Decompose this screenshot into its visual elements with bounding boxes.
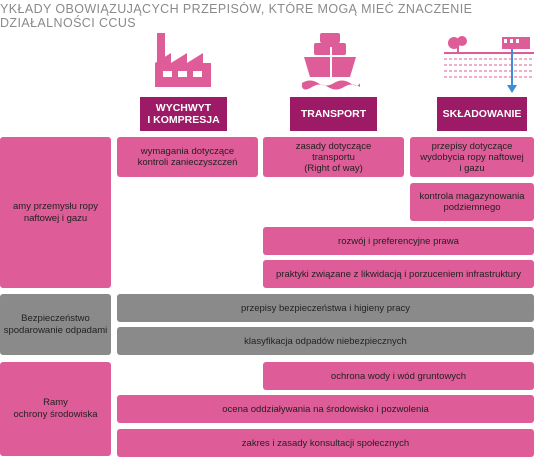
category-safety-waste: Bezpieczeństwo spodarowanie odpadami: [0, 294, 111, 355]
box-development-rights: rozwój i preferencyjne prawa: [263, 227, 534, 255]
factory-icon: [155, 33, 211, 87]
box-public-consultation: zakres i zasady konsultacji społecznych: [117, 429, 534, 457]
title-line-2: DZIAŁALNOŚCI CCUS: [0, 16, 136, 30]
storage-icon: [444, 36, 534, 93]
box-decommissioning: praktyki związane z likwidacją i porzuce…: [263, 260, 534, 288]
ship-icon: [302, 33, 360, 90]
category-environment: Ramy ochrony środowiska: [0, 362, 111, 456]
header-capture: WYCHWYT I KOMPRESJA: [140, 97, 227, 131]
box-health-safety: przepisy bezpieczeństwa i higieny pracy: [117, 294, 534, 322]
header-storage: SKŁADOWANIE: [437, 97, 527, 131]
header-transport: TRANSPORT: [290, 97, 377, 131]
box-transport-rules: zasady dotyczące transportu (Right of wa…: [263, 137, 404, 177]
box-emissions-control: wymagania dotyczące kontroli zanieczyszc…: [117, 137, 258, 177]
diagram-title: YKŁADY OBOWIĄZUJĄCYCH PRZEPISÓW, KTÓRE M…: [0, 2, 534, 30]
category-oil-gas: amy przemysłu ropy naftowej i gazu: [0, 137, 111, 288]
box-extraction-rules: przepisy dotyczące wydobycia ropy naftow…: [410, 137, 534, 177]
box-storage-control: kontrola magazynowania podziemnego: [410, 183, 534, 221]
box-water-protection: ochrona wody i wód gruntowych: [263, 362, 534, 390]
box-environmental-assessment: ocena oddziaływania na środowisko i pozw…: [117, 395, 534, 423]
box-hazardous-waste: klasyfikacja odpadów niebezpiecznych: [117, 327, 534, 355]
title-line-1: YKŁADY OBOWIĄZUJĄCYCH PRZEPISÓW, KTÓRE M…: [0, 2, 473, 16]
